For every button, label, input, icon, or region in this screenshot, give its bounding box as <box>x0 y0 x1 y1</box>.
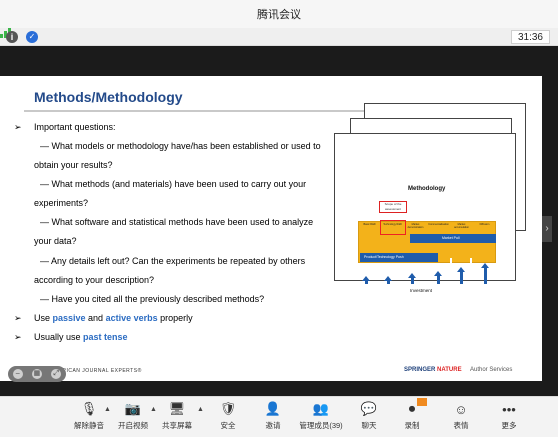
unmute-button[interactable]: 🎙 解除静音 <box>74 401 104 430</box>
info-icon[interactable]: i <box>6 31 18 43</box>
bullet-line: — What models or methodology have/has be… <box>40 141 321 151</box>
record-badge <box>417 398 427 406</box>
smiley-icon: ☺ <box>454 401 468 417</box>
stage-label: Commercialisation <box>428 223 449 226</box>
stage-label: Technology R&D <box>383 223 402 226</box>
microphone-muted-icon: 🎙 <box>80 401 98 416</box>
bullet-line: your data? <box>34 236 77 246</box>
stage-label: Market demonstration <box>407 223 424 229</box>
aje-logo: AMERICAN JOURNAL EXPERTS® <box>50 368 142 374</box>
share-screen-button[interactable]: 🖥 共享屏幕 <box>162 401 192 430</box>
window-titlebar: 腾讯会议 <box>0 0 558 28</box>
record-icon: ⏺ <box>408 401 416 416</box>
bullet-tense: Usually use past tense <box>34 332 128 342</box>
stage-divider <box>470 258 472 264</box>
investment-arrow-icon <box>362 276 370 281</box>
bullet-arrow-icon: ➢ <box>14 122 22 132</box>
floating-view-controls[interactable]: – ▦ ⤢ <box>8 366 66 382</box>
manage-members-button[interactable]: 👥 管理成员(39) <box>299 401 343 430</box>
investment-arrow-icon <box>384 276 392 281</box>
scope-label: Scope of the assessment <box>379 201 407 213</box>
investment-arrow-icon <box>387 280 390 284</box>
bullet-line: — Have you cited all the previously desc… <box>40 294 265 304</box>
security-button[interactable]: 🛡 安全 <box>219 401 237 430</box>
investment-arrow-icon <box>437 276 440 284</box>
market-pull-arrow: Market Pull <box>410 234 496 243</box>
bullet-line: according to your description? <box>34 275 155 285</box>
springer-nature-logo: SPRINGER NATURE <box>404 367 462 373</box>
record-button[interactable]: ⏺ 录制 <box>404 401 420 430</box>
expand-icon[interactable]: ⤢ <box>51 369 62 379</box>
slide-title: Methods/Methodology <box>34 89 183 105</box>
stage-label: Market accumulation <box>454 223 469 229</box>
stage-label: Basic R&D <box>363 223 376 226</box>
scope-highlight-box <box>380 220 406 235</box>
figure-title: Methodology <box>408 186 446 192</box>
members-icon: 👥 <box>312 401 330 416</box>
investment-arrow-icon <box>481 263 489 268</box>
add-user-icon: 👤 <box>264 401 282 416</box>
investment-arrow-icon <box>457 267 465 272</box>
reactions-button[interactable]: ☺ 表情 <box>453 401 469 431</box>
audio-options-caret-icon[interactable]: ▲ <box>104 406 111 413</box>
share-options-caret-icon[interactable]: ▲ <box>197 406 204 413</box>
stage-label: Diffusion <box>479 223 490 226</box>
chat-button[interactable]: 💬 聊天 <box>360 401 378 430</box>
chat-icon: 💬 <box>360 401 378 416</box>
bullet-line: — What methods (and materials) have been… <box>40 179 307 189</box>
grid-view-icon[interactable]: ▦ <box>31 369 42 379</box>
investment-arrow-icon <box>460 272 463 284</box>
author-services-label: Author Services <box>470 367 513 373</box>
more-icon: ••• <box>502 401 516 417</box>
bullet-line: — What software and statistical methods … <box>40 217 314 227</box>
share-screen-icon: 🖥 <box>168 401 186 416</box>
title-divider <box>24 110 524 112</box>
video-off-icon: 📷 <box>124 401 142 416</box>
investment-arrow-icon <box>365 280 368 284</box>
investment-label: Investment <box>410 288 433 293</box>
start-video-button[interactable]: 📷 开启视频 <box>118 401 148 430</box>
meeting-status-bar: i ✓ 31:36 <box>0 28 558 46</box>
bullet-line: Important questions: <box>34 122 116 132</box>
window-title: 腾讯会议 <box>257 9 301 21</box>
bullet-use-voice: Use passive and active verbs properly <box>34 313 193 323</box>
stage-divider <box>450 258 452 264</box>
bullet-arrow-icon: ➢ <box>14 313 22 323</box>
bullet-line: — Any details left out? Can the experime… <box>40 256 306 266</box>
bullet-line: experiments? <box>34 198 89 208</box>
investment-arrow-icon <box>408 273 416 278</box>
technology-push-arrow: Product/Technology Push <box>360 253 438 262</box>
investment-arrow-icon <box>434 271 442 276</box>
video-options-caret-icon[interactable]: ▲ <box>150 406 157 413</box>
investment-arrow-icon <box>411 278 414 284</box>
investment-arrow-icon <box>484 268 487 284</box>
bullet-line: obtain your results? <box>34 160 113 170</box>
bullet-arrow-icon: ➢ <box>14 332 22 342</box>
shield-icon: 🛡 <box>219 401 237 416</box>
minimize-icon[interactable]: – <box>12 369 23 379</box>
shield-icon[interactable]: ✓ <box>26 31 38 43</box>
expand-panel-handle[interactable]: › <box>542 216 552 242</box>
meeting-toolbar: 🎙 解除静音 ▲ 📷 开启视频 ▲ 🖥 共享屏幕 ▲ 🛡 安全 👤 邀请 👥 管… <box>0 396 558 437</box>
invite-button[interactable]: 👤 邀请 <box>264 401 282 430</box>
meeting-timer: 31:36 <box>510 30 550 44</box>
more-button[interactable]: ••• 更多 <box>501 401 517 431</box>
